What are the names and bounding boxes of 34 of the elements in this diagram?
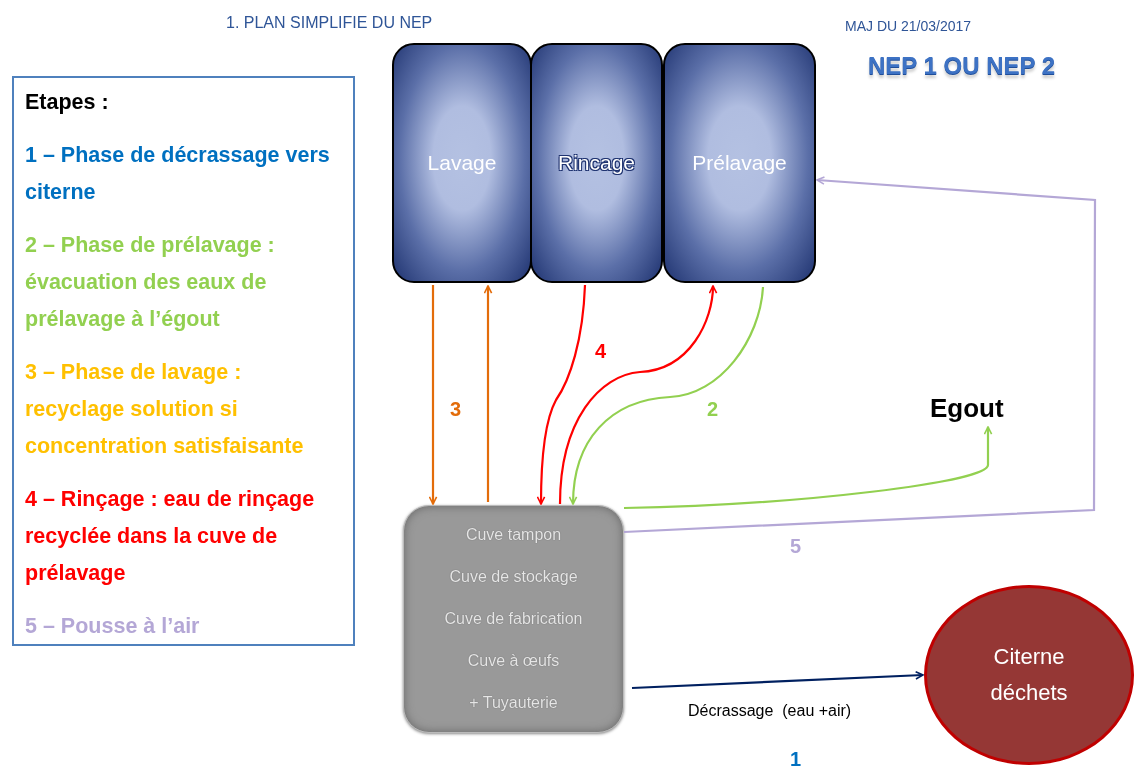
update-date: MAJ DU 21/03/2017	[845, 18, 972, 34]
equipment-box	[403, 505, 624, 733]
step-description: 5 – Pousse à l’air	[25, 613, 201, 640]
arrow	[568, 286, 765, 505]
edge-label: Décrassage (eau +air)	[686, 702, 854, 720]
arrow	[631, 670, 924, 690]
step-description: 1 – Phase de décrassage vers citerne	[25, 142, 331, 206]
page-title: 1. PLAN SIMPLIFIE DU NEP	[226, 14, 433, 32]
tank-box	[530, 43, 663, 283]
step-description: 4 – Rinçage : eau de rinçage recyclée dans la cuve de prélavage	[25, 486, 316, 587]
tank-label: Citerne déchets	[989, 643, 1069, 707]
equipment-label: Cuve de fabrication	[444, 610, 583, 628]
step-description: 3 – Phase de lavage : recyclage solution si concentration satisfaisante	[25, 359, 305, 460]
equipment-label: Cuve tampon	[465, 526, 562, 544]
equipment-label: Cuve de stockage	[449, 568, 578, 586]
tank-label: Lavage	[427, 151, 497, 175]
tank-box	[392, 43, 532, 283]
tank-label: Rincage	[557, 151, 636, 175]
heading-text: NEP 1 OU NEP 2	[868, 52, 1056, 80]
step-description: 2 – Phase de prélavage : évacuation des eaux de prélavage à l’égout	[25, 232, 276, 333]
panel-heading: Etapes :	[25, 89, 110, 116]
arrow	[536, 284, 587, 505]
arrow	[623, 176, 1097, 534]
destination-label: Egout	[930, 393, 1004, 424]
tank-label: Prélavage	[692, 151, 787, 175]
tank-box	[663, 43, 816, 283]
arrow	[428, 285, 438, 505]
equipment-label: + Tuyauterie	[469, 694, 558, 712]
equipment-label: Cuve à œufs	[467, 652, 560, 670]
arrow	[558, 285, 717, 505]
step-number: 1	[790, 748, 802, 769]
arrow	[623, 426, 993, 510]
arrow	[483, 285, 493, 502]
steps-panel	[12, 76, 355, 646]
